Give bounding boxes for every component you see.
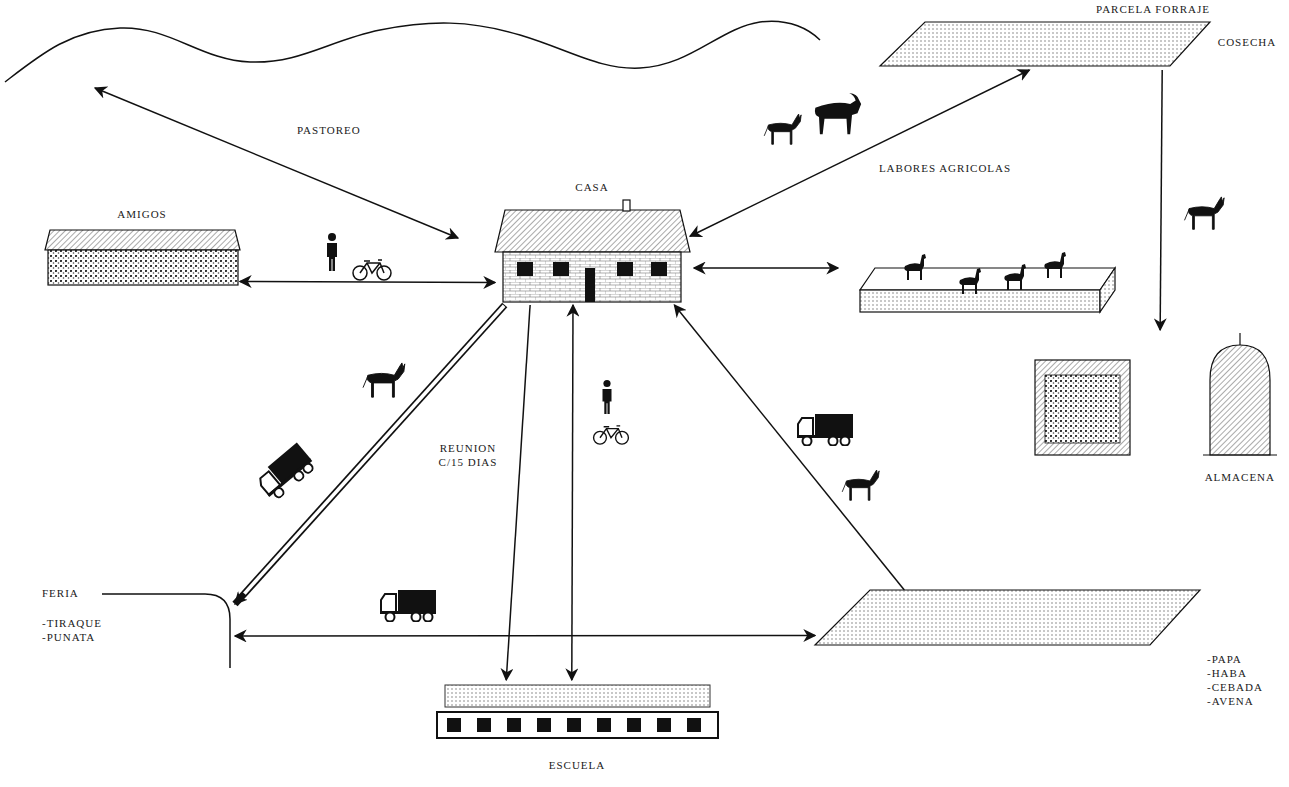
- person-icon: [327, 233, 337, 271]
- node-label: FERIA: [42, 586, 79, 600]
- node-label: CASA: [575, 180, 608, 194]
- connector: [506, 305, 530, 680]
- edge-label: LABORES AGRICOLAS: [877, 161, 1013, 175]
- truck-icon: [380, 590, 436, 622]
- person-icon: [603, 380, 612, 414]
- ox-icon: [815, 93, 861, 134]
- node-label: AMIGOS: [117, 207, 166, 221]
- node-label: -AVENA: [1207, 694, 1254, 708]
- node-label: ESCUELA: [549, 758, 606, 772]
- field-node: PARCELA FORRAJE: [880, 0, 1212, 70]
- donkey-icon: [764, 114, 801, 144]
- connector-line: [240, 282, 495, 283]
- node-label: -HABA: [1207, 666, 1247, 680]
- connector-line: [506, 305, 530, 680]
- truck-icon: [254, 443, 317, 503]
- school-node: ESCUELA: [435, 680, 720, 780]
- donkey-icon: [842, 470, 879, 500]
- activity-label: PASTOREO: [295, 123, 363, 137]
- grazing-arrow: [95, 88, 458, 238]
- connector-line: [690, 70, 1029, 236]
- connector: [1160, 70, 1162, 330]
- storage-node: ALMACENA: [1025, 330, 1280, 490]
- connector-line: [674, 305, 904, 590]
- storage-drawing: [1025, 330, 1280, 490]
- building-node: AMIGOS: [45, 205, 240, 290]
- donkey-icon: [1185, 197, 1225, 229]
- node-label: -PUNATA: [42, 630, 95, 644]
- house-node: CASA: [495, 180, 690, 305]
- node-label: -CEBADA: [1207, 680, 1263, 694]
- bike-icon: [353, 260, 391, 280]
- edge-label: COSECHA: [1216, 35, 1278, 49]
- node-label: -TIRAQUE: [42, 616, 102, 630]
- crop-field-node: -PAPA-HABA-CEBADA-AVENA: [815, 590, 1285, 720]
- mountains: [5, 21, 820, 82]
- connector-line: [572, 305, 573, 680]
- connector: [240, 282, 495, 283]
- node-label: ALMACENA: [1205, 470, 1275, 484]
- connector: [690, 70, 1029, 236]
- corral: [860, 252, 1115, 312]
- house-drawing: [495, 180, 690, 305]
- market-node: FERIA -TIRAQUE-PUNATA: [40, 588, 235, 668]
- connector-line: [235, 635, 815, 637]
- donkey-icon: [363, 363, 405, 397]
- node-label: PARCELA FORRAJE: [1096, 2, 1210, 16]
- node-label: -PAPA: [1207, 652, 1242, 666]
- truck-icon: [797, 414, 853, 446]
- connector-line: [1160, 70, 1162, 330]
- connector: [674, 305, 904, 590]
- bike-icon: [594, 426, 629, 444]
- edge-label: REUNION C/15 DIAS: [425, 441, 511, 469]
- corral-arrow: [694, 267, 838, 269]
- connector: [572, 305, 573, 680]
- connector: [235, 635, 815, 637]
